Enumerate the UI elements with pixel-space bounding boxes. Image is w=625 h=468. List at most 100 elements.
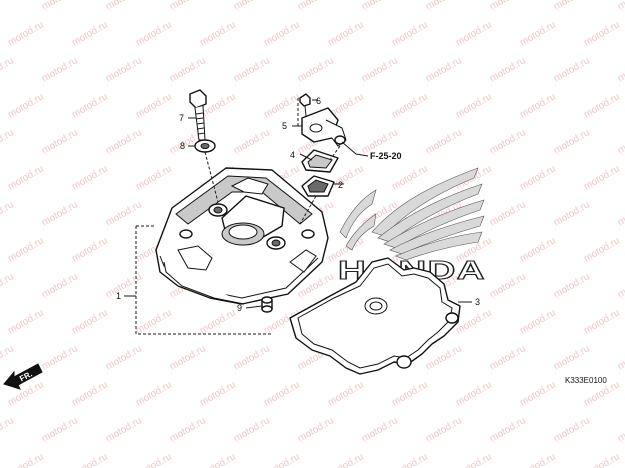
diagram-code: K333E0100	[565, 376, 607, 385]
watermark-text: motod.ru	[6, 451, 46, 468]
watermark-text: motod.ru	[488, 415, 528, 444]
watermark-text: motod.ru	[104, 271, 144, 300]
watermark-text: motod.ru	[326, 451, 366, 468]
watermark-text: motod.ru	[262, 451, 302, 468]
watermark-text: motod.ru	[0, 271, 16, 300]
watermark-text: motod.ru	[232, 55, 272, 84]
watermark-text: motod.ru	[6, 235, 46, 264]
watermark-text: motod.ru	[552, 271, 592, 300]
watermark-text: motod.ru	[582, 19, 622, 48]
watermark-text: motod.ru	[40, 127, 80, 156]
watermark-text: motod.ru	[390, 163, 430, 192]
watermark-text: motod.ru	[6, 19, 46, 48]
watermark-text: motod.ru	[518, 235, 558, 264]
watermark-text: motod.ru	[488, 127, 528, 156]
watermark-text: motod.ru	[40, 343, 80, 372]
callout-8: 8	[180, 141, 185, 151]
watermark-text: motod.ru	[168, 55, 208, 84]
watermark-text: motod.ru	[582, 235, 622, 264]
callout-7: 7	[179, 113, 184, 123]
watermark-text: motod.ru	[616, 127, 625, 156]
watermark-text: motod.ru	[104, 127, 144, 156]
watermark-text: motod.ru	[104, 343, 144, 372]
watermark-text: motod.ru	[0, 343, 16, 372]
watermark-text: motod.ru	[390, 19, 430, 48]
watermark-text: motod.ru	[360, 55, 400, 84]
watermark-text: motod.ru	[454, 451, 494, 468]
watermark-text: motod.ru	[454, 19, 494, 48]
callout-4: 4	[290, 150, 295, 160]
watermark-text: motod.ru	[6, 163, 46, 192]
watermark-text: motod.ru	[40, 415, 80, 444]
watermark-text: motod.ru	[390, 91, 430, 120]
watermark-text: motod.ru	[424, 415, 464, 444]
watermark-text: motod.ru	[552, 415, 592, 444]
watermark-text: motod.ru	[454, 379, 494, 408]
watermark-text: motod.ru	[0, 127, 16, 156]
watermark-text: motod.ru	[616, 271, 625, 300]
washer	[194, 139, 216, 153]
watermark-text: motod.ru	[360, 0, 400, 13]
watermark-text: motod.ru	[616, 343, 625, 372]
watermark-text: motod.ru	[616, 199, 625, 228]
breather-gasket	[301, 175, 335, 197]
callout-1: 1	[116, 291, 121, 301]
watermark-text: motod.ru	[70, 163, 110, 192]
reference-label: F-25-20	[370, 151, 402, 161]
watermark-text: motod.ru	[488, 199, 528, 228]
watermark-text: motod.ru	[616, 415, 625, 444]
watermark-text: motod.ru	[424, 55, 464, 84]
watermark-text: motod.ru	[488, 55, 528, 84]
watermark-text: motod.ru	[582, 163, 622, 192]
watermark-text: motod.ru	[262, 379, 302, 408]
watermark-text: motod.ru	[488, 343, 528, 372]
watermark-text: motod.ru	[104, 0, 144, 13]
watermark-text: motod.ru	[40, 0, 80, 13]
watermark-text: motod.ru	[518, 307, 558, 336]
callout-9: 9	[237, 303, 242, 313]
watermark-text: motod.ru	[134, 163, 174, 192]
separator-plate	[301, 149, 339, 173]
watermark-text: motod.ru	[198, 379, 238, 408]
watermark-text: motod.ru	[552, 55, 592, 84]
watermark-text: motod.ru	[198, 451, 238, 468]
watermark-text: motod.ru	[134, 91, 174, 120]
watermark-text: motod.ru	[454, 91, 494, 120]
watermark-text: motod.ru	[134, 307, 174, 336]
watermark-text: motod.ru	[424, 127, 464, 156]
watermark-text: motod.ru	[232, 343, 272, 372]
callout-3: 3	[475, 297, 480, 307]
watermark-text: motod.ru	[104, 415, 144, 444]
honda-wing-logo	[339, 167, 485, 261]
watermark-text: motod.ru	[0, 55, 16, 84]
watermark-text: motod.ru	[518, 91, 558, 120]
screw	[299, 93, 311, 117]
watermark-text: motod.ru	[0, 0, 16, 13]
watermark-text: motod.ru	[296, 55, 336, 84]
watermark-text: motod.ru	[232, 0, 272, 13]
watermark-text: motod.ru	[488, 271, 528, 300]
watermark-text: motod.ru	[616, 0, 625, 13]
leader-lines	[124, 98, 472, 335]
watermark-text: motod.ru	[134, 379, 174, 408]
watermark-text: motod.ru	[168, 343, 208, 372]
callout-5: 5	[282, 121, 287, 131]
callout-2: 2	[338, 180, 343, 190]
bolt	[189, 89, 207, 141]
watermark-text: motod.ru	[232, 415, 272, 444]
watermark-text: motod.ru	[552, 127, 592, 156]
callout-6: 6	[316, 96, 321, 106]
watermark-text: motod.ru	[616, 55, 625, 84]
watermark-text: motod.ru	[198, 307, 238, 336]
watermark-text: motod.ru	[582, 451, 622, 468]
watermark-text: motod.ru	[70, 451, 110, 468]
watermark-text: motod.ru	[70, 307, 110, 336]
watermark-text: motod.ru	[134, 19, 174, 48]
watermark-text: motod.ru	[582, 91, 622, 120]
cover-gasket	[289, 257, 461, 375]
watermark-text: motod.ru	[326, 19, 366, 48]
watermark-text: motod.ru	[168, 415, 208, 444]
watermark-text: motod.ru	[518, 379, 558, 408]
watermark-text: motod.ru	[552, 0, 592, 13]
